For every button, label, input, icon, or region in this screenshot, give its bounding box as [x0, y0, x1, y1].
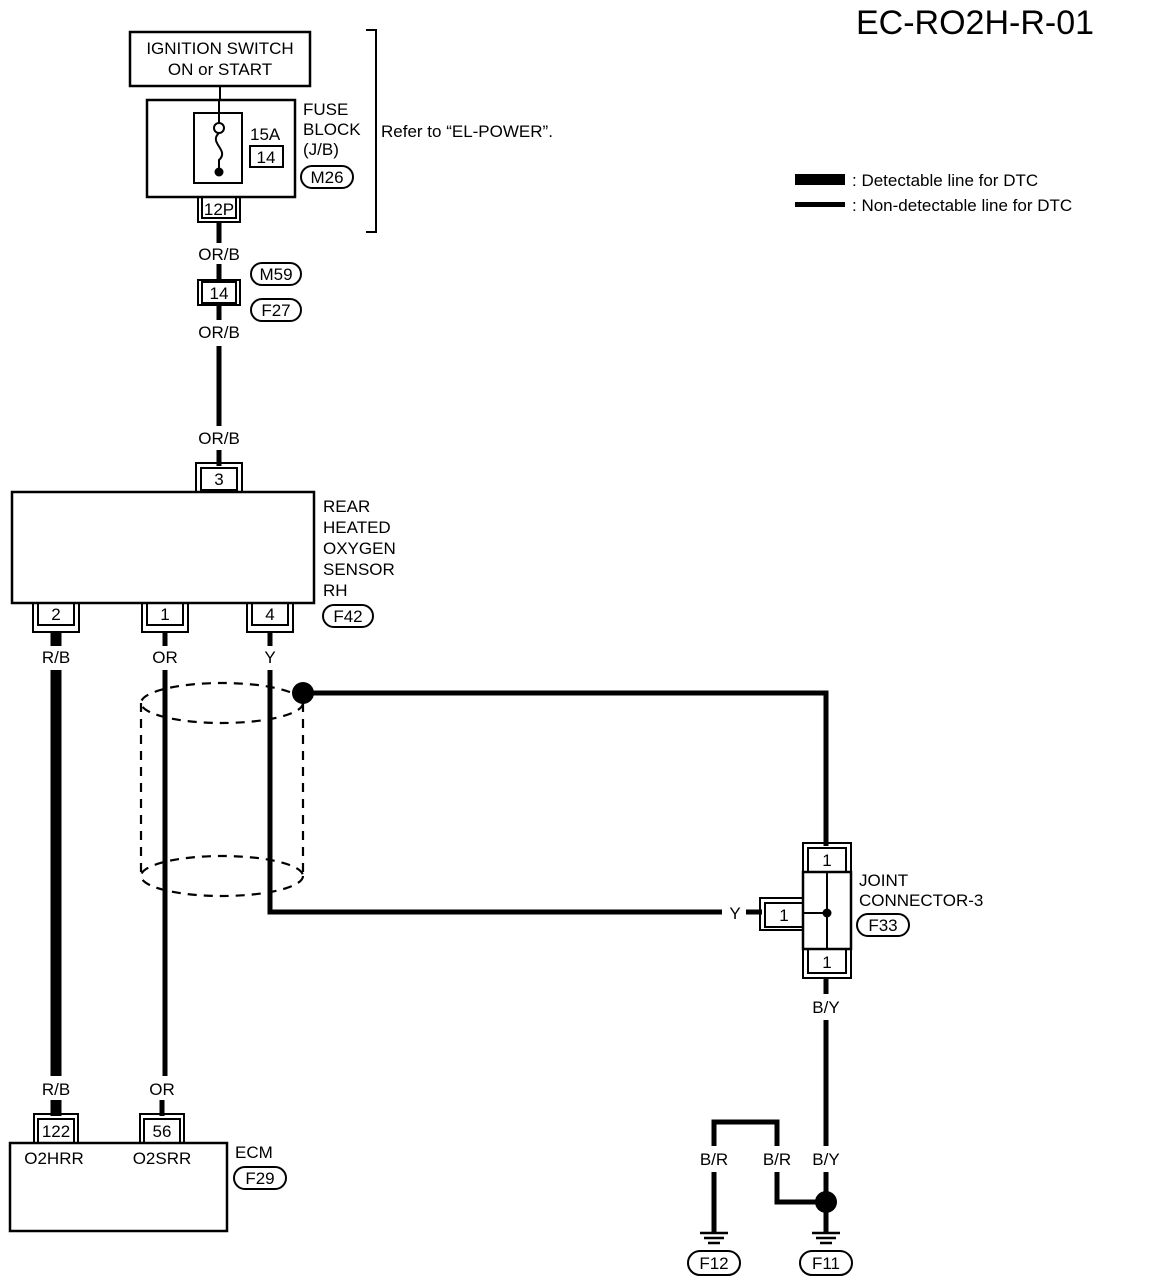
- sensor-box: [10, 490, 316, 605]
- joint-pin-bottom: 1: [822, 953, 831, 972]
- ecm-pin-122: 122: [42, 1122, 70, 1141]
- sensor-label-3: OXYGEN: [323, 539, 396, 558]
- ground-f11-label: F11: [812, 1254, 840, 1273]
- ignition-switch-label-1: IGNITION SWITCH: [146, 39, 293, 58]
- sensor-label-5: RH: [323, 581, 348, 600]
- ground-f12-label: F12: [699, 1254, 728, 1273]
- wire-y-label-2: Y: [729, 904, 740, 923]
- harness-connector: 14 M59 F27: [197, 262, 302, 322]
- joint-connector-oval: [856, 913, 910, 937]
- joint-pin-top: 1: [822, 851, 831, 870]
- wire-b-y-label-1: B/Y: [812, 998, 839, 1017]
- ignition-switch-box: [128, 30, 312, 88]
- fuse-terminal-top: [213, 122, 225, 134]
- joint-connector-3: 1 1 1 JOINT CONNECTOR-3 F33: [759, 842, 983, 979]
- wire-b-r-2: [774, 1172, 826, 1205]
- wire-b-r-bridge: [711, 1119, 780, 1146]
- wire-or-b-label-2: OR/B: [198, 323, 240, 342]
- sensor-label-4: SENSOR: [323, 560, 395, 579]
- sensor-pin-3-inner: [200, 467, 238, 491]
- ground-icon-f12: [700, 1231, 728, 1245]
- ecm-connector-oval: [233, 1166, 287, 1190]
- fuse-block-pin-inner: [201, 196, 237, 219]
- ecm-terminal-o2hrr: O2HRR: [24, 1149, 84, 1168]
- legend-detectable-text: : Detectable line for DTC: [852, 171, 1038, 190]
- joint-pin-left-inner: [764, 902, 804, 928]
- sensor-pin-4: 4: [265, 605, 274, 624]
- fuse-block-label-2: BLOCK: [303, 120, 361, 139]
- wire-b-r-label-2: B/R: [763, 1150, 791, 1169]
- el-power-reference: Refer to “EL-POWER”.: [381, 122, 553, 141]
- reference-bracket: [366, 29, 377, 233]
- wire-or-b-label-3: OR/B: [198, 429, 240, 448]
- wire-y-label-1: Y: [264, 648, 275, 667]
- legend: : Detectable line for DTC : Non-detectab…: [795, 171, 1072, 215]
- harness-connector-top: M59: [259, 265, 292, 284]
- ecm: 122 56 O2HRR O2SRR ECM F29: [8, 1113, 287, 1233]
- joint-connector-id: F33: [868, 916, 897, 935]
- harness-connector-pin: 14: [210, 284, 229, 303]
- fuse-block-connector-oval: [300, 165, 354, 189]
- ecm-pin-56: 56: [153, 1122, 172, 1141]
- fuse-terminal-bottom: [214, 167, 224, 177]
- ecm-wire-or-label: OR: [149, 1080, 175, 1099]
- legend-thin-line: [795, 202, 845, 207]
- fuse-block-label-1: FUSE: [303, 100, 348, 119]
- harness-connector-bottom: F27: [261, 301, 290, 320]
- joint-connector-label-1: JOINT: [859, 871, 908, 890]
- sensor-pin-2-inner: [37, 602, 75, 626]
- fuse-block-label-3: (J/B): [303, 140, 339, 159]
- sensor-pin-3: 3: [214, 470, 223, 489]
- harness-connector-inner: [201, 281, 237, 304]
- sensor-pin-1: 1: [160, 605, 169, 624]
- sensor-connector: F42: [333, 607, 362, 626]
- ground-f12-oval: [687, 1250, 741, 1276]
- rear-heated-oxygen-sensor: 3 REAR HEATED OXYGEN SENSOR RH F42 2 1 4: [10, 462, 396, 633]
- sensor-pin-4-inner: [251, 602, 289, 626]
- ecm-wire-r-b-label: R/B: [42, 1080, 70, 1099]
- legend-non-detectable-text: : Non-detectable line for DTC: [852, 196, 1072, 215]
- fuse-amps: 15A: [250, 125, 281, 144]
- fuse-block-connector: M26: [310, 168, 343, 187]
- diagram-id: EC-RO2H-R-01: [856, 4, 1094, 42]
- legend-thick-line: [795, 174, 845, 185]
- wire-b-y-label-2: B/Y: [812, 1150, 839, 1169]
- fuse-icon: [214, 132, 224, 168]
- shield-drain-wire: [303, 690, 829, 846]
- wire-b-r-label-1: B/R: [700, 1150, 728, 1169]
- fuse-number-box: [249, 145, 284, 168]
- wire-or-b-label-1: OR/B: [198, 245, 240, 264]
- sensor-pin-2: 2: [51, 605, 60, 624]
- joint-pin-left: 1: [779, 906, 788, 925]
- wire-r-b-label-1: R/B: [42, 648, 70, 667]
- ground-splice: [815, 1191, 837, 1213]
- sensor-label-1: REAR: [323, 497, 370, 516]
- ground-icon-f11: [812, 1231, 840, 1245]
- sensor-connector-oval: [322, 604, 374, 628]
- harness-connector-bottom-oval: [250, 298, 302, 322]
- joint-connector-label-2: CONNECTOR-3: [859, 891, 983, 910]
- wire-y: [267, 670, 722, 915]
- joint-pin-bottom-inner: [807, 948, 847, 974]
- ecm-label: ECM: [235, 1143, 273, 1162]
- ecm-box: [8, 1141, 229, 1233]
- ignition-switch-label-2: ON or START: [168, 60, 272, 79]
- ecm-connector: F29: [245, 1169, 274, 1188]
- shield-bottom-ellipse: [139, 854, 305, 898]
- ignition-switch: IGNITION SWITCH ON or START: [128, 30, 312, 88]
- ground-f11-oval: [799, 1250, 853, 1276]
- wire-or-label-1: OR: [152, 648, 178, 667]
- ecm-terminal-o2srr: O2SRR: [133, 1149, 192, 1168]
- sensor-pin-1-inner: [146, 602, 184, 626]
- harness-connector-top-oval: [250, 262, 302, 286]
- fuse-block-pin: 12P: [204, 200, 234, 219]
- fuse-block: 15A 14 FUSE BLOCK (J/B) M26 12P: [145, 98, 361, 223]
- fuse-number: 14: [257, 148, 276, 167]
- sensor-label-2: HEATED: [323, 518, 391, 537]
